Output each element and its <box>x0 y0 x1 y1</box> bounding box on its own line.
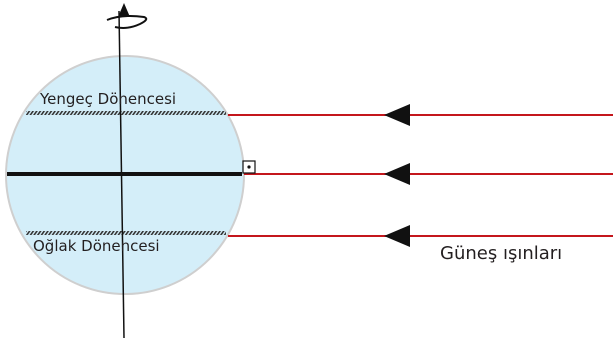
tropic-of-capricorn-line <box>26 231 226 235</box>
arrowhead-top <box>384 104 410 126</box>
tropic-of-cancer-line <box>26 111 226 115</box>
right-angle-dot <box>247 165 251 169</box>
rotation-arrowhead <box>118 3 130 17</box>
arrowhead-middle <box>384 163 410 185</box>
earth-axis <box>118 10 125 339</box>
sun-rays-label: Güneş ışınları <box>440 243 562 264</box>
arrowhead-bottom <box>384 225 410 247</box>
tropic-of-cancer-label: Yengeç Dönencesi <box>39 90 176 108</box>
rotation-arrow-icon <box>106 15 148 29</box>
tropic-of-capricorn-label: Oğlak Dönencesi <box>33 237 160 255</box>
